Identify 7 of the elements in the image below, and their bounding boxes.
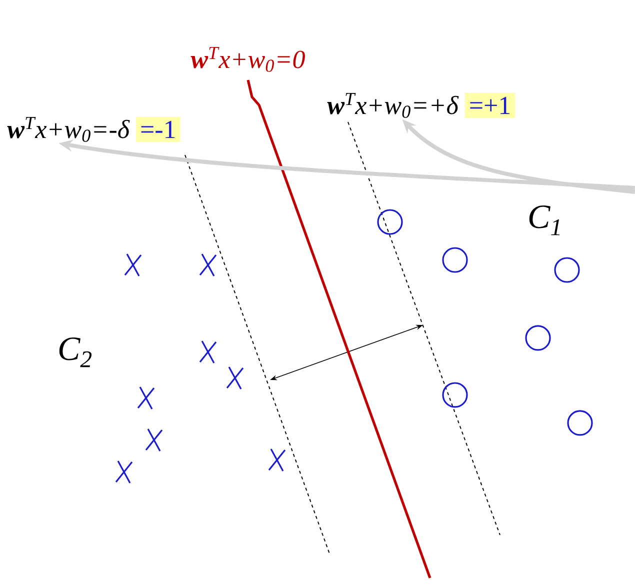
class-label: C$_{1}$ bbox=[529, 205, 560, 236]
equation-label: w$^{T}$x+w$_{0}$=0 bbox=[190, 47, 305, 72]
highlighted-value: =-1 bbox=[136, 116, 180, 142]
equation-label: w$^{T}$x+w$_{0}$=-δ =-1 bbox=[7, 116, 180, 142]
class-label: C$_{2}$ bbox=[59, 337, 92, 368]
equation-label: w$^{T}$x+w$_{0}$=+δ =+1 bbox=[327, 92, 516, 118]
highlighted-value: =+1 bbox=[464, 92, 516, 118]
